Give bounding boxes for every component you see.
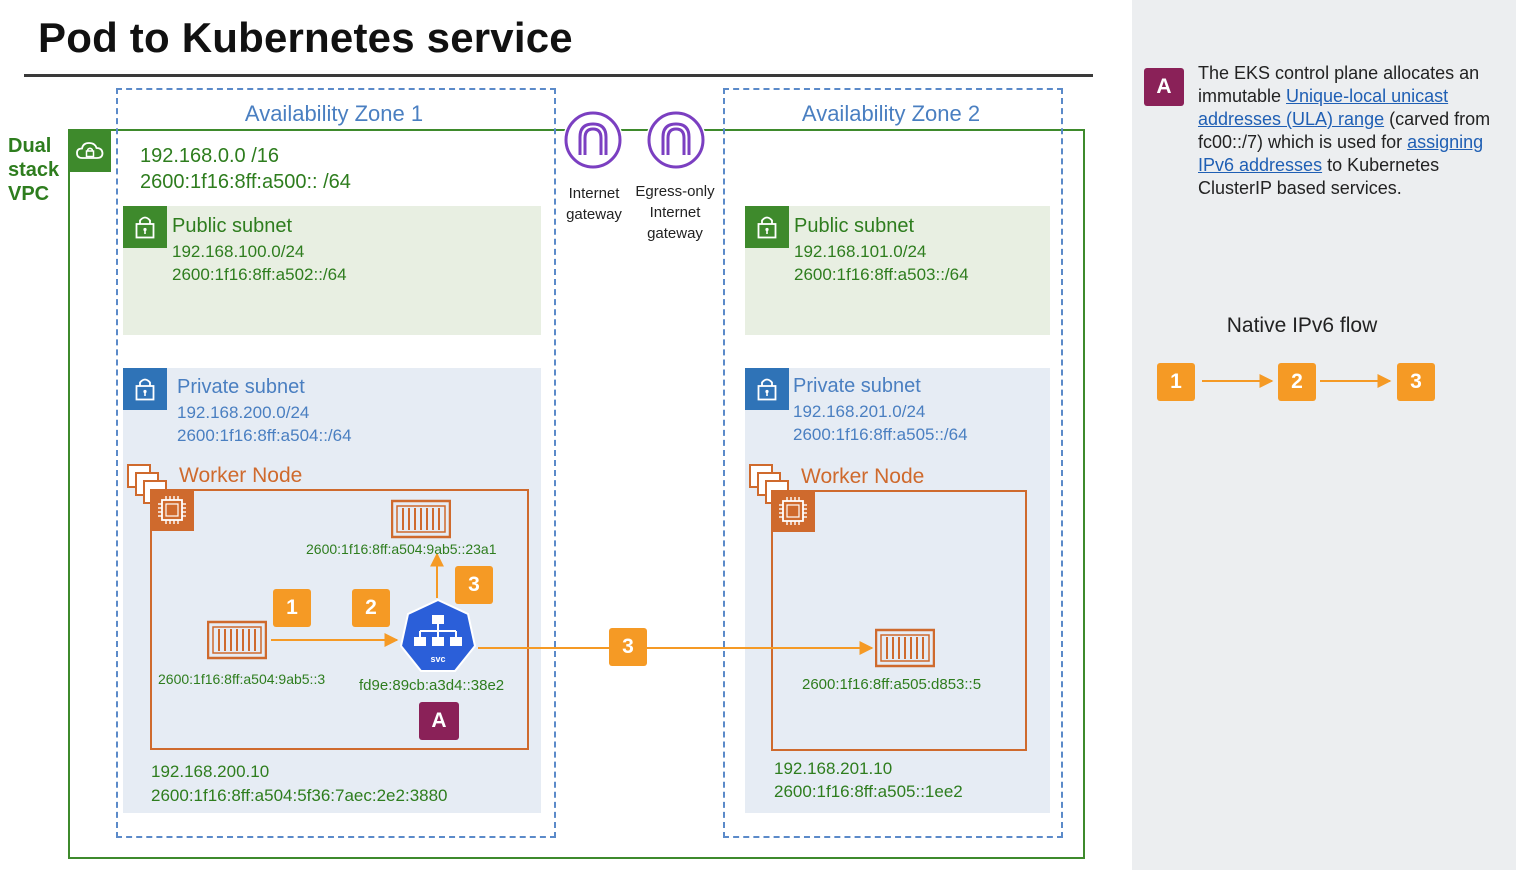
az2-worker-ipv6: 2600:1f16:8ff:a505::1ee2	[774, 782, 963, 801]
gateway-label-line: Egress-only	[635, 183, 715, 200]
az1-public-subnet	[123, 206, 541, 335]
az1-private-subnet-ipv4: 192.168.200.0/24	[177, 403, 310, 422]
az2-label: Availability Zone 2	[801, 101, 981, 126]
az2-public-subnet	[745, 206, 1050, 335]
kubernetes-service-icon: svc	[398, 598, 478, 674]
az2-private-subnet-ipv4: 192.168.201.0/24	[793, 402, 926, 421]
note-text: The EKS control plane allocates an immut…	[1198, 63, 1480, 106]
vpc-cloud-lock-icon	[69, 130, 111, 172]
subnet-lock-icon	[123, 206, 167, 248]
az2-worker-ipv4: 192.168.201.10	[774, 759, 893, 778]
subnet-lock-icon	[745, 206, 789, 248]
az1-public-subnet-ipv6: 2600:1f16:8ff:a502::/64	[172, 265, 347, 284]
flow-step-3-badge: 3	[455, 566, 493, 604]
az2-private-subnet-ipv6: 2600:1f16:8ff:a505::/64	[793, 425, 968, 444]
gateway-label-line: Internet	[649, 204, 701, 221]
vpc-label-line: stack	[8, 159, 60, 181]
az1-worker-node	[150, 489, 529, 750]
note-badge: A	[1144, 68, 1184, 106]
egress-only-internet-gateway-icon	[646, 110, 706, 170]
ec2-chip-icon	[150, 489, 194, 531]
note-text: to Kubernetes ClusterIP based services.	[1198, 155, 1440, 198]
az1-private-subnet-title: Private subnet	[177, 376, 305, 398]
title-divider	[24, 74, 1093, 77]
subnet-lock-icon	[745, 368, 789, 410]
vpc-ipv4-cidr: 192.168.0.0 /16	[140, 145, 280, 167]
az1-private-subnet-ipv6: 2600:1f16:8ff:a504::/64	[177, 426, 352, 445]
gateway-label-line: gateway	[647, 225, 703, 242]
az2-public-subnet-title: Public subnet	[794, 215, 915, 237]
vpc-label-line: Dual	[8, 135, 52, 157]
source-pod-ip: 2600:1f16:8ff:a504:9ab5::3	[158, 671, 326, 687]
assigning-ipv6-link[interactable]: assigning IPv6 addresses	[1198, 132, 1484, 175]
legend-title: Native IPv6 flow	[1226, 314, 1378, 337]
az1-worker-node-label: Worker Node	[179, 464, 303, 487]
availability-zone-1	[116, 88, 556, 838]
legend-step-badge: 2	[1278, 363, 1316, 401]
service-ip: fd9e:89cb:a3d4::38e2	[359, 677, 505, 694]
service-icon-text: svc	[430, 654, 445, 664]
egress-only-gateway-label: Egress-only Internet gateway	[627, 181, 723, 244]
vpc-label-line: VPC	[8, 183, 50, 205]
internet-gateway-label: Internet gateway	[554, 183, 634, 225]
remote-pod-ip: 2600:1f16:8ff:a505:d853::5	[802, 676, 982, 693]
az1-worker-ipv4: 192.168.200.10	[151, 762, 270, 781]
az2-public-subnet-ipv4: 192.168.101.0/24	[794, 242, 927, 261]
target-pod-ip: 2600:1f16:8ff:a504:9ab5::23a1	[306, 541, 497, 557]
flow-step-2-badge: 2	[352, 589, 390, 627]
legend-step-badge: 1	[1157, 363, 1195, 401]
page-title: Pod to Kubernetes service	[38, 14, 573, 61]
side-panel	[1132, 0, 1516, 870]
ula-note: The EKS control plane allocates an immut…	[1198, 62, 1510, 200]
flow-step-1-badge: 1	[273, 589, 311, 627]
gateway-label-line: Internet	[568, 185, 620, 202]
vpc-label: Dual stack VPC	[8, 134, 59, 206]
ula-badge: A	[419, 702, 459, 740]
az2-private-subnet-title: Private subnet	[793, 375, 921, 397]
az2-worker-node	[771, 490, 1027, 751]
internet-gateway-icon	[563, 110, 623, 170]
az2-private-subnet	[745, 368, 1050, 813]
az1-label: Availability Zone 1	[244, 101, 424, 126]
ula-range-link[interactable]: Unique-local unicast addresses (ULA) ran…	[1198, 86, 1449, 129]
subnet-lock-icon	[123, 368, 167, 410]
pod-container-icon	[390, 499, 452, 539]
gateway-label-line: gateway	[566, 206, 622, 223]
vpc-ipv6-cidr: 2600:1f16:8ff:a500:: /64	[140, 171, 351, 193]
ec2-chip-icon	[771, 490, 815, 532]
az2-worker-node-label: Worker Node	[801, 465, 925, 488]
flow-step-3-badge: 3	[609, 628, 647, 666]
az1-public-subnet-title: Public subnet	[172, 215, 293, 237]
az1-worker-ipv6: 2600:1f16:8ff:a504:5f36:7aec:2e2:3880	[151, 786, 448, 805]
pod-container-icon	[874, 628, 936, 668]
az2-public-subnet-ipv6: 2600:1f16:8ff:a503::/64	[794, 265, 969, 284]
az1-public-subnet-ipv4: 192.168.100.0/24	[172, 242, 305, 261]
legend-step-badge: 3	[1397, 363, 1435, 401]
note-text: (carved from fc00::/7) which is used for	[1198, 109, 1491, 152]
pod-container-icon	[206, 620, 268, 660]
availability-zone-2	[723, 88, 1063, 838]
